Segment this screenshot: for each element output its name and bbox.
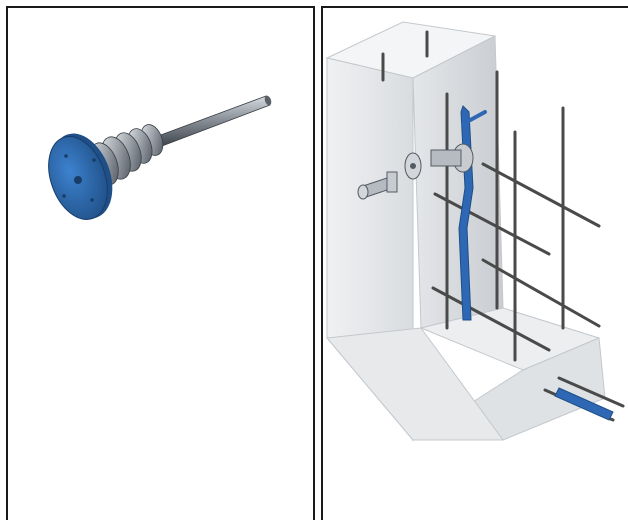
anchor-assembly xyxy=(357,143,474,200)
rebar-icon xyxy=(381,30,625,422)
concrete-block xyxy=(325,21,606,442)
product-image-panel xyxy=(6,6,315,520)
installation-image-panel xyxy=(321,6,628,520)
anchor-installation-illustration xyxy=(325,21,625,442)
anchor-product-illustration xyxy=(48,95,272,220)
threaded-rod-icon xyxy=(157,95,272,147)
anchor-plate-icon xyxy=(48,133,113,220)
